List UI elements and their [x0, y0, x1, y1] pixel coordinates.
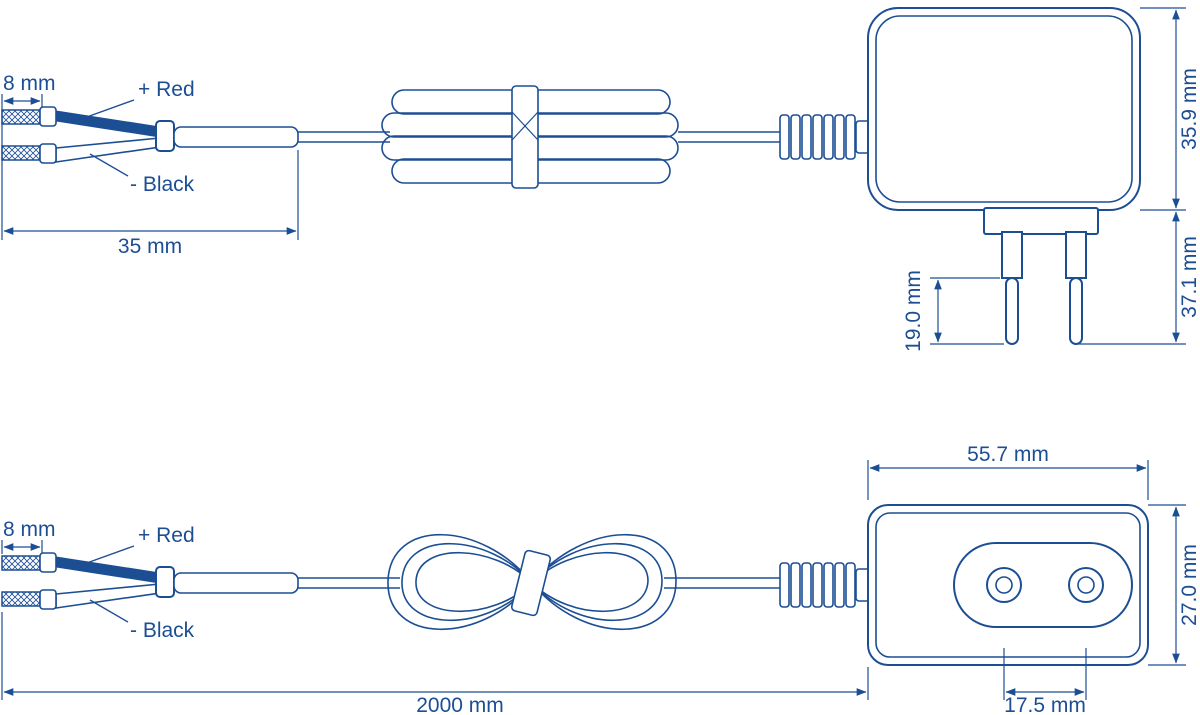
red-wire: [55, 110, 161, 138]
strip-length-label: 8 mm: [3, 518, 56, 541]
pin-spacing-dimension: 17.5 mm: [1003, 648, 1087, 715]
black-wire-leader: [89, 153, 129, 177]
adapter-body-side: [867, 7, 1141, 345]
overall-height-dimension: 37.1 mm: [1076, 211, 1200, 345]
ferrule-top: [39, 106, 57, 127]
body-width-label: 55.7 mm: [967, 443, 1049, 466]
cable-run: [298, 577, 780, 589]
adapter-body-front: [867, 504, 1149, 666]
body-outline: [867, 7, 1141, 211]
body-width-dimension: 55.7 mm: [867, 443, 1149, 500]
rib: [801, 114, 812, 160]
rib: [834, 114, 845, 160]
body-height-dimension: 35.9 mm: [1140, 7, 1200, 211]
coil-tie-cross: [511, 111, 539, 141]
ferrule-bottom: [39, 143, 57, 164]
black-wire-leader: [89, 599, 129, 623]
rib: [845, 114, 856, 160]
stripped-lead-bottom: [1, 591, 41, 607]
cable-run: [298, 131, 780, 143]
rib: [823, 114, 834, 160]
black-wire-label: - Black: [130, 173, 195, 196]
body-height-label: 35.9 mm: [1178, 68, 1200, 150]
plug-base: [983, 207, 1099, 235]
coil-tie: [510, 549, 552, 617]
cable-coil-bow: [387, 533, 677, 631]
body-height-dimension: 27.0 mm: [1148, 504, 1200, 666]
pin-post-right: [1065, 231, 1087, 279]
black-wire: [55, 583, 161, 609]
cable-length-dimension: 2000 mm: [1, 612, 869, 715]
rib: [779, 114, 790, 160]
strip-length-label: 8 mm: [3, 72, 56, 95]
ferrule-bottom: [39, 589, 57, 610]
lead-length-label: 35 mm: [118, 235, 182, 258]
rib: [801, 562, 812, 608]
rib: [790, 114, 801, 160]
body-outline: [867, 504, 1149, 666]
coil-tie: [511, 85, 539, 189]
pin-hole-left-outer: [986, 567, 1022, 603]
cable-sleeve: [173, 572, 299, 594]
red-wire-label: + Red: [138, 78, 195, 101]
body-inner-outline: [875, 512, 1141, 658]
cable-crimp: [155, 566, 175, 598]
rib: [845, 562, 856, 608]
ferrule-top: [39, 552, 57, 573]
wire-ends: [1, 106, 299, 164]
rib: [834, 562, 845, 608]
stripped-lead-top: [1, 109, 41, 125]
rib: [812, 114, 823, 160]
red-wire-leader: [83, 99, 135, 119]
cable-length-label: 2000 mm: [416, 694, 504, 715]
wire-ends: [1, 552, 299, 610]
pin-hole-left-inner: [995, 576, 1013, 594]
rib: [823, 562, 834, 608]
pin-post-left: [1001, 231, 1023, 279]
rib: [790, 562, 801, 608]
cable-coil-flat: [381, 85, 679, 189]
stripped-lead-bottom: [1, 145, 41, 161]
pin-hole-right-inner: [1077, 576, 1095, 594]
black-wire: [55, 137, 161, 163]
rib: [779, 562, 790, 608]
front-view: 8 mm + Red - Black: [1, 443, 1200, 715]
body-inner-outline: [875, 15, 1133, 203]
body-height-label: 27.0 mm: [1178, 544, 1200, 626]
europlug-face: [953, 542, 1133, 628]
black-wire-label: - Black: [130, 619, 195, 642]
pin-length-label: 19.0 mm: [902, 270, 925, 352]
cable-sleeve: [173, 126, 299, 148]
strain-relief: [779, 114, 871, 160]
plug-pin-left: [1005, 277, 1019, 345]
red-wire-leader: [83, 545, 135, 565]
pin-spacing-label: 17.5 mm: [1004, 694, 1086, 715]
pin-hole-right-outer: [1068, 567, 1104, 603]
pin-length-dimension: 19.0 mm: [902, 270, 1004, 352]
cable-crimp: [155, 120, 175, 152]
rib: [812, 562, 823, 608]
plug-pin-right: [1069, 277, 1083, 345]
side-view: 8 mm + Red - Black 35 mm: [1, 7, 1200, 352]
stripped-lead-top: [1, 555, 41, 571]
overall-height-label: 37.1 mm: [1178, 236, 1200, 318]
strain-relief: [779, 562, 871, 608]
red-wire: [55, 556, 161, 584]
red-wire-label: + Red: [138, 524, 195, 547]
